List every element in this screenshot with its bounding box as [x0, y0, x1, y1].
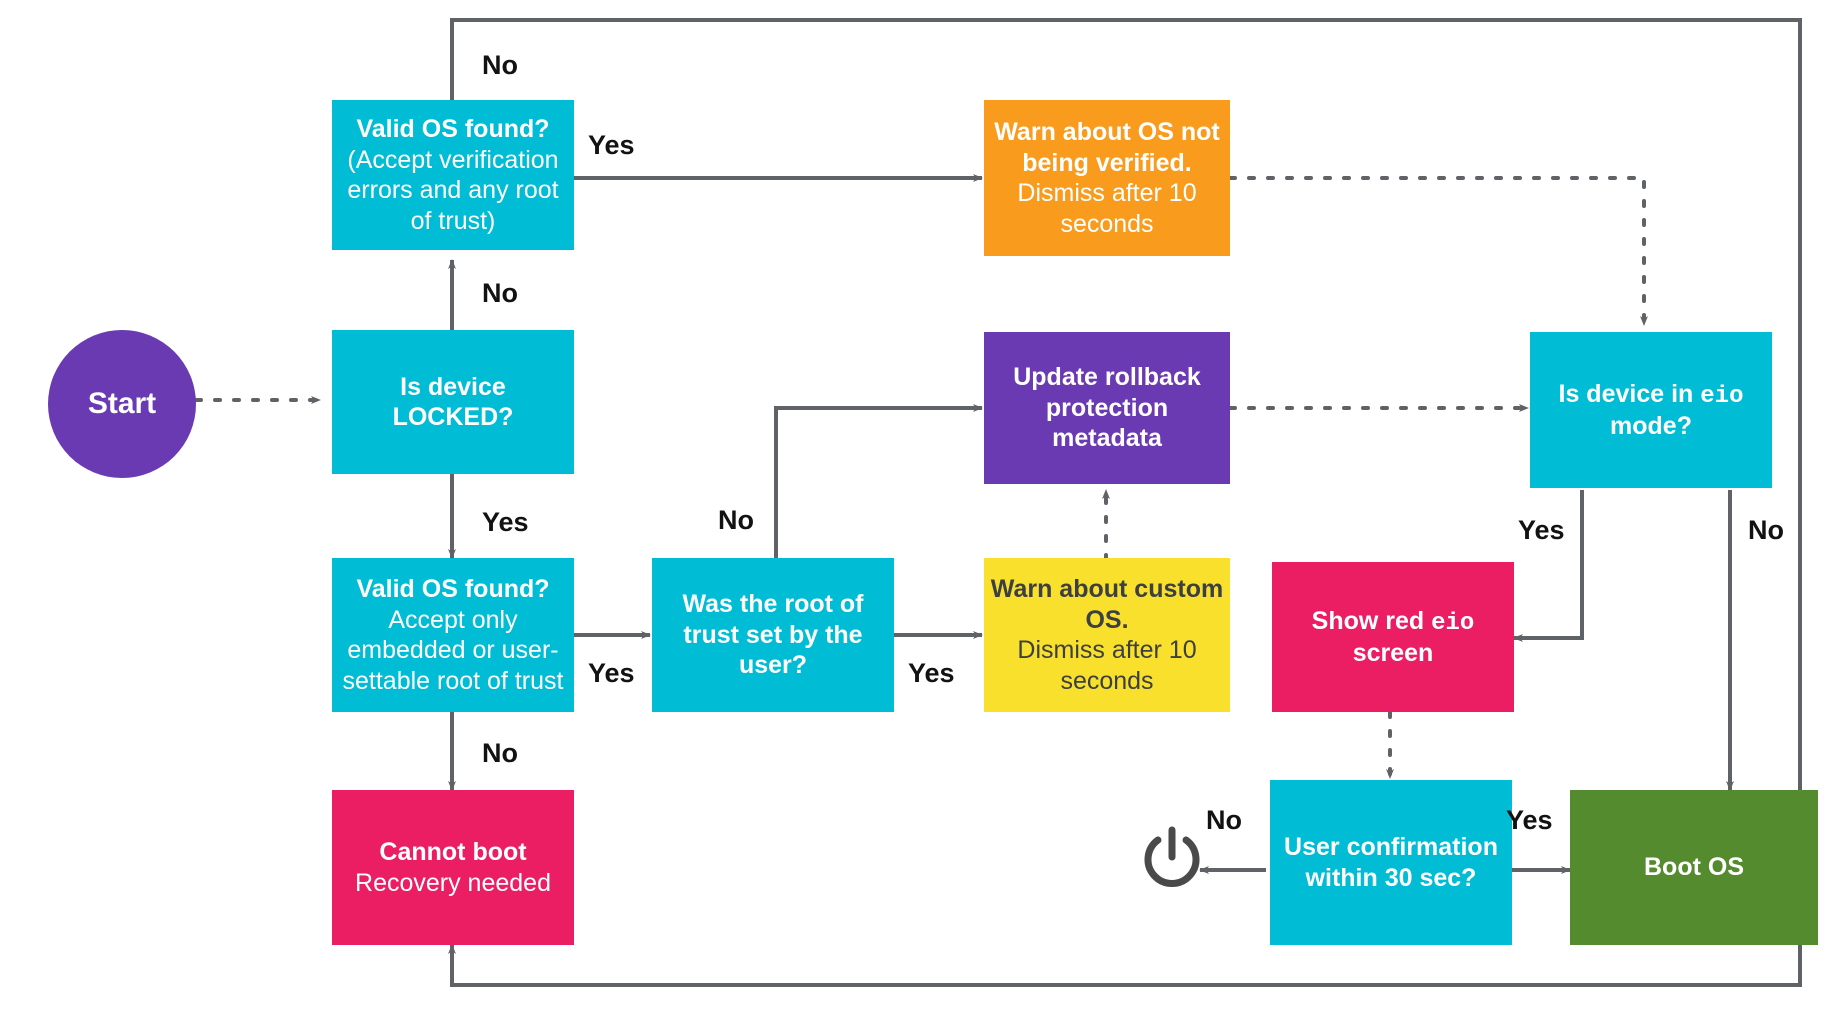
node-is-device-locked-title: Is device LOCKED?	[392, 372, 514, 432]
edge-label-valid-os-unlocked-no-loop: No	[482, 50, 518, 80]
edge-label-valid-os-locked-yes: Yes	[588, 658, 635, 688]
edge-rot-no	[774, 404, 983, 558]
node-root-of-trust-user-title: Was the root of trust set by the user?	[682, 590, 864, 680]
edge-label-user-confirmation-yes: Yes	[1506, 805, 1553, 835]
node-cannot-boot-title: Cannot boot	[379, 838, 527, 866]
node-valid-os-locked[interactable]: Valid OS found? Accept only embedded or …	[332, 558, 574, 712]
node-warn-os-not-verified[interactable]: Warn about OS not being verified. Dismis…	[984, 100, 1230, 256]
node-is-device-eio-title: Is device in eio mode?	[1536, 379, 1766, 442]
node-show-red-eio-title-post: screen	[1352, 638, 1434, 667]
node-show-red-eio-title: Show red eio screen	[1278, 606, 1508, 669]
node-warn-custom-os[interactable]: Warn about custom OS. Dismiss after 10 s…	[984, 558, 1230, 712]
edge-label-root-of-trust-no: No	[718, 505, 754, 535]
node-warn-os-not-verified-title: Warn about OS not being verified.	[994, 118, 1220, 177]
edge-warn-notverified-to-eio	[1228, 176, 1648, 327]
edge-eio-yes	[1513, 490, 1584, 642]
node-cannot-boot[interactable]: Cannot boot Recovery needed	[332, 790, 574, 945]
node-valid-os-unlocked-sub: (Accept verification errors and any root…	[347, 145, 559, 235]
node-show-red-eio-title-mono: eio	[1431, 609, 1475, 637]
edge-label-user-confirmation-no: No	[1206, 805, 1242, 835]
node-update-rollback[interactable]: Update rollback protection metadata	[984, 332, 1230, 484]
edge-label-valid-os-unlocked-yes: Yes	[588, 130, 635, 160]
node-user-confirmation[interactable]: User confirmation within 30 sec?	[1270, 780, 1512, 945]
edge-label-valid-os-locked-no: No	[482, 738, 518, 768]
edge-label-locked-yes: Yes	[482, 507, 529, 537]
edge-top-valid-no-loop	[448, 18, 1802, 987]
node-user-confirmation-title: User confirmation within 30 sec?	[1284, 833, 1498, 892]
node-warn-custom-os-sub: Dismiss after 10 seconds	[1017, 636, 1197, 695]
node-valid-os-unlocked[interactable]: Valid OS found? (Accept verification err…	[332, 100, 574, 250]
node-update-rollback-title: Update rollback protection metadata	[1013, 363, 1201, 453]
node-show-red-eio[interactable]: Show red eio screen	[1272, 562, 1514, 712]
node-root-of-trust-user[interactable]: Was the root of trust set by the user?	[652, 558, 894, 712]
node-boot-os-title: Boot OS	[1644, 853, 1744, 882]
node-boot-os[interactable]: Boot OS	[1570, 790, 1818, 945]
node-cannot-boot-sub: Recovery needed	[355, 868, 551, 897]
node-is-device-locked[interactable]: Is device LOCKED?	[332, 330, 574, 474]
edge-label-root-of-trust-yes: Yes	[908, 658, 955, 688]
node-is-device-eio[interactable]: Is device in eio mode?	[1530, 332, 1772, 488]
node-warn-custom-os-title: Warn about custom OS.	[990, 575, 1224, 634]
node-valid-os-unlocked-title: Valid OS found?	[356, 115, 550, 143]
node-show-red-eio-title-pre: Show red	[1311, 606, 1432, 635]
node-start-label: Start	[87, 387, 157, 420]
node-valid-os-locked-title: Valid OS found?	[356, 575, 550, 603]
node-warn-os-not-verified-sub: Dismiss after 10 seconds	[1017, 179, 1197, 238]
edge-label-locked-no-top: No	[482, 278, 518, 308]
node-valid-os-locked-sub: Accept only embedded or user-settable ro…	[342, 605, 564, 695]
node-is-device-eio-title-pre: Is device in	[1558, 379, 1701, 408]
edge-label-eio-no: No	[1748, 515, 1784, 545]
node-start[interactable]: Start	[48, 330, 196, 478]
node-is-device-eio-title-mono: eio	[1700, 382, 1744, 410]
edge-label-eio-yes: Yes	[1518, 515, 1565, 545]
power-icon	[1144, 826, 1200, 887]
node-is-device-eio-title-post: mode?	[1610, 411, 1692, 440]
